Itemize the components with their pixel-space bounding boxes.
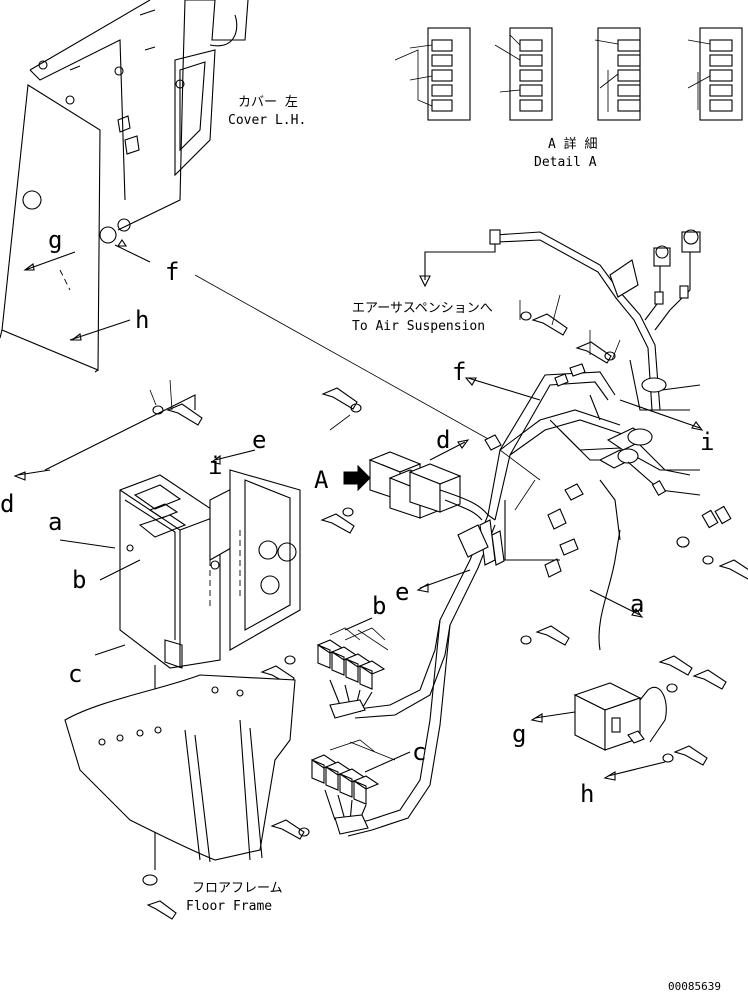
callout-c-box: c bbox=[68, 660, 82, 688]
callout-d-main: d bbox=[436, 426, 450, 454]
harness-brackets bbox=[499, 394, 601, 578]
lower-right-controller bbox=[573, 529, 667, 751]
callout-line-b-relays bbox=[344, 617, 373, 631]
pointer-arrow-a bbox=[343, 464, 371, 492]
callout-line-f-cover bbox=[114, 244, 151, 263]
callout-h-cover: h bbox=[135, 306, 149, 334]
cover-lh-label-jp: カバー 左 bbox=[238, 95, 298, 110]
floor-frame-label-en: Floor Frame bbox=[186, 899, 272, 914]
callout-e-main: e bbox=[395, 578, 409, 606]
callout-g-right: g bbox=[512, 720, 526, 748]
air-suspension-harness bbox=[419, 229, 701, 411]
bolts-and-washers bbox=[149, 294, 748, 840]
callout-line-a-main bbox=[589, 589, 641, 616]
relay-group-c bbox=[310, 739, 396, 835]
callout-a-box: a bbox=[48, 508, 62, 536]
callout-i-box: i bbox=[208, 452, 222, 480]
callout-b-box: b bbox=[72, 566, 86, 594]
callout-line-f-main bbox=[467, 377, 541, 401]
callout-f-cover: f bbox=[165, 258, 179, 286]
callout-line-h-right bbox=[607, 761, 666, 777]
callout-c-relays: c bbox=[412, 738, 426, 766]
callout-h-right: h bbox=[580, 780, 594, 808]
floor-frame bbox=[64, 674, 296, 863]
main-wire-harness bbox=[344, 363, 732, 837]
callout-line-c-relays bbox=[364, 751, 411, 773]
callout-i-main: i bbox=[700, 428, 714, 456]
callout-g-cover: g bbox=[48, 226, 62, 254]
callout-a-main: a bbox=[630, 590, 644, 618]
drawing-number: 00085639 bbox=[668, 980, 721, 993]
air-suspension-label-jp: エアーサスペンションへ bbox=[352, 301, 493, 316]
relay-cluster-a bbox=[368, 451, 462, 519]
callout-e-box: e bbox=[252, 426, 266, 454]
callout-b-relays: b bbox=[372, 592, 386, 620]
callout-f-main: f bbox=[452, 358, 466, 386]
callout-line-i-main bbox=[619, 399, 701, 429]
callout-line-d-main bbox=[429, 441, 466, 461]
callout-A-main: A bbox=[314, 466, 329, 494]
air-suspension-label-en: To Air Suspension bbox=[352, 319, 485, 334]
cover-lh-label-en: Cover L.H. bbox=[228, 113, 306, 128]
cover-lh-panel bbox=[0, 0, 249, 373]
floor-frame-label-jp: フロアフレーム bbox=[192, 881, 283, 896]
detail-a-label-jp: A 詳 細 bbox=[548, 136, 597, 152]
detail-a-relay-panels bbox=[394, 27, 743, 121]
reference-line-box-to-harness bbox=[194, 274, 491, 441]
detail-a-label-en: Detail A bbox=[534, 155, 597, 170]
relay-group-b bbox=[316, 627, 389, 719]
box-callout-arrows bbox=[13, 449, 256, 656]
callout-d-box: d bbox=[0, 490, 14, 518]
